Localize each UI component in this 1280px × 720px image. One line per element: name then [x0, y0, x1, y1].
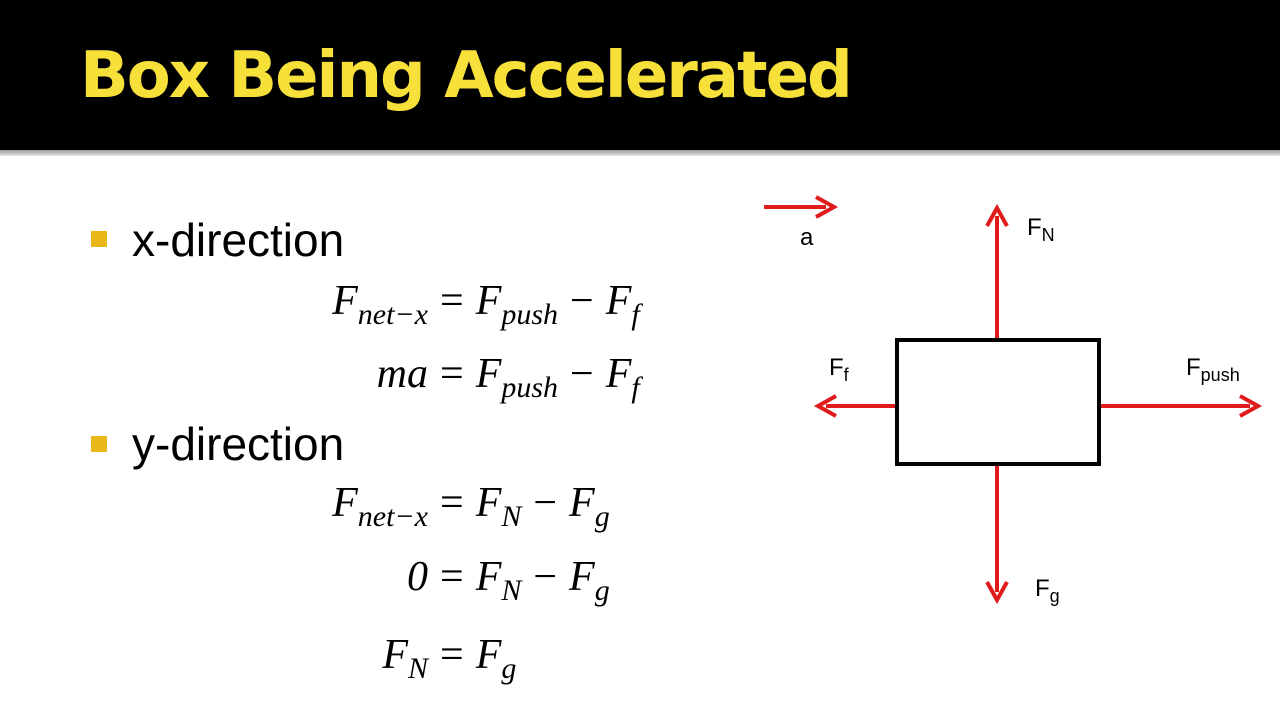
eq-operator: =	[440, 351, 464, 397]
eq-symbol: F	[569, 554, 595, 600]
label-symbol: F	[1186, 354, 1201, 381]
eq-lhs: Fnet−x	[278, 278, 428, 330]
label-symbol: F	[1035, 575, 1050, 602]
eq-subscript: N	[501, 574, 522, 607]
eq-symbol: F	[475, 554, 502, 600]
eq-subscript: net−x	[357, 500, 428, 533]
eq-symbol: F	[605, 278, 632, 324]
eq-symbol: ma	[376, 351, 428, 397]
eq-operator: −	[533, 480, 558, 526]
eq-operator: =	[440, 278, 464, 324]
label-subscript: g	[1049, 586, 1060, 606]
normal-force-label: FN	[1027, 214, 1055, 245]
eq-subscript: g	[501, 652, 517, 685]
eq-operator: −	[570, 351, 594, 397]
box	[895, 338, 1101, 466]
eq-lhs: 0	[278, 556, 428, 598]
gravity-label: Fg	[1035, 575, 1060, 606]
eq-symbol: F	[475, 632, 502, 678]
eq-symbol: 0	[407, 554, 428, 600]
acceleration-label: a	[800, 224, 814, 251]
square-bullet-icon	[91, 231, 107, 247]
eq-symbol: F	[332, 278, 358, 324]
eq-lhs: Fnet−x	[278, 480, 428, 532]
eq-operator: =	[440, 632, 464, 678]
bullet-x-direction: x-direction	[132, 214, 345, 266]
eq-lhs: ma	[278, 353, 428, 395]
eq-symbol: F	[382, 632, 408, 678]
label-symbol: F	[1027, 214, 1042, 241]
push-force-label: Fpush	[1186, 354, 1240, 385]
eq-subscript: g	[594, 574, 610, 607]
eq-subscript: f	[631, 298, 640, 331]
bullet-square	[91, 436, 107, 452]
eq-subscript: f	[631, 371, 640, 404]
eq-symbol: F	[475, 278, 502, 324]
friction-arrow-head	[813, 394, 837, 418]
eq-symbol: F	[475, 351, 502, 397]
normal-force-arrow-head	[985, 203, 1009, 227]
eq-symbol: F	[332, 480, 358, 526]
equation-y-2: 0=FN−Fg	[278, 554, 610, 606]
gravity-arrow-head	[985, 581, 1009, 605]
acceleration-arrow-head	[815, 195, 839, 219]
label-symbol: F	[829, 354, 844, 381]
label-subscript: N	[1041, 225, 1055, 245]
equation-y-3: FN=Fg	[278, 632, 516, 684]
equation-x-1: Fnet−x=Fpush−Ff	[278, 278, 640, 330]
eq-subscript: g	[594, 500, 610, 533]
label-subscript: f	[843, 365, 849, 385]
title-divider	[0, 150, 1280, 156]
eq-symbol: F	[605, 351, 632, 397]
eq-operator: −	[570, 278, 594, 324]
eq-subscript: net−x	[357, 298, 428, 331]
bullet-y-direction: y-direction	[132, 418, 345, 470]
label-subscript: push	[1200, 365, 1240, 385]
bullet-square	[91, 231, 107, 247]
eq-subscript: push	[501, 298, 559, 331]
equation-x-2: ma=Fpush−Ff	[278, 351, 640, 403]
eq-symbol: F	[569, 480, 595, 526]
eq-subscript: N	[407, 652, 428, 685]
eq-subscript: push	[501, 371, 559, 404]
eq-lhs: FN	[278, 632, 428, 684]
eq-operator: −	[533, 554, 558, 600]
title-bar: Box Being Accelerated	[0, 0, 1280, 150]
eq-symbol: F	[475, 480, 502, 526]
square-bullet-icon	[91, 436, 107, 452]
eq-operator: =	[440, 480, 464, 526]
eq-operator: =	[440, 554, 464, 600]
push-arrow-head	[1239, 394, 1263, 418]
equation-y-1: Fnet−x=FN−Fg	[278, 480, 610, 532]
friction-label: Ff	[829, 354, 849, 385]
eq-subscript: N	[501, 500, 522, 533]
slide-title: Box Being Accelerated	[80, 39, 853, 113]
